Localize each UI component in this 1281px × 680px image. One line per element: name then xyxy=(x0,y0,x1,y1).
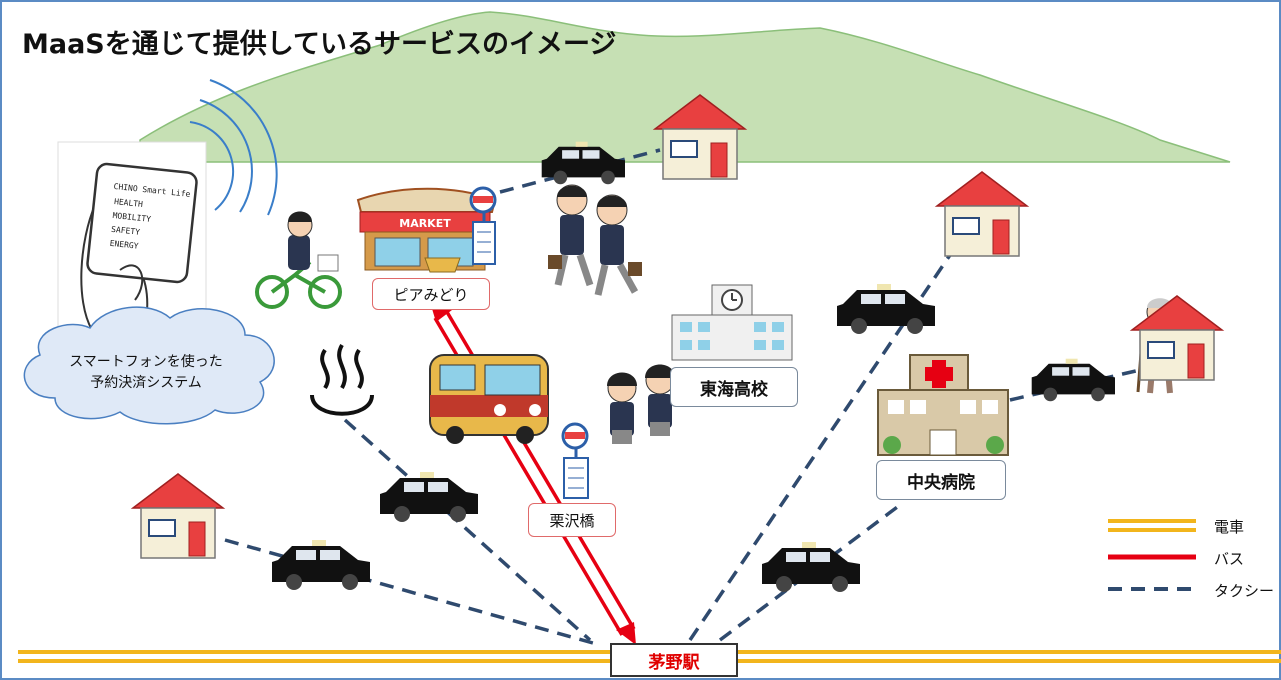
bus-stop-icon-south xyxy=(561,422,589,499)
legend-taxi-swatch xyxy=(1108,587,1196,591)
taxi-route-ne-house xyxy=(688,254,952,641)
taxi-route-onsen xyxy=(343,418,592,642)
legend-bus: バス xyxy=(1108,545,1281,571)
legend-bus-swatch xyxy=(1108,554,1196,560)
taxi-icon-northeast xyxy=(837,284,935,334)
cyclist-icon xyxy=(255,211,342,309)
place-label-kurisawabashi: 栗沢橋 xyxy=(528,503,616,537)
taxi-icon-west xyxy=(272,540,370,590)
taxi-icon-east xyxy=(1031,358,1115,402)
taxi-route-west-house xyxy=(224,538,601,647)
station-label-chino: 茅野駅 xyxy=(610,643,738,677)
taxi-route-hospital xyxy=(718,503,902,642)
phone-item-safety: SAFETY xyxy=(111,225,141,237)
house-icon-north xyxy=(652,94,748,180)
phone-item-health: HEALTH xyxy=(114,197,144,209)
legend-train-swatch xyxy=(1108,519,1196,532)
legend-train: 電車 xyxy=(1108,513,1281,539)
place-label-chuo-hospital: 中央病院 xyxy=(876,460,1006,500)
store-icon: MARKET xyxy=(356,187,497,273)
school-icon xyxy=(671,284,793,361)
taxi-icon-south xyxy=(762,542,860,592)
phone-item-mobility: MOBILITY xyxy=(112,211,151,224)
signal-waves-icon xyxy=(189,79,278,216)
mountain-shape xyxy=(139,11,1231,163)
store-sign: MARKET xyxy=(399,217,451,230)
house-icon-west xyxy=(130,473,226,559)
bus-stop-icon-north xyxy=(469,186,497,265)
taxi-icon-center xyxy=(380,472,478,522)
place-label-piamidori: ピアみどり xyxy=(372,278,490,310)
cloud-shape xyxy=(23,306,275,425)
legend-bus-label: バス xyxy=(1214,550,1245,568)
house-icon-east xyxy=(1129,295,1225,381)
taxi-icon-north xyxy=(541,141,625,185)
cloud-line-1: スマートフォンを使った xyxy=(69,354,223,370)
cloud-caption: スマートフォンを使った 予約決済システム xyxy=(36,352,256,394)
legend-train-label: 電車 xyxy=(1214,518,1245,536)
cloud-line-2: 予約決済システム xyxy=(90,375,202,391)
page-title: MaaSを通じて提供しているサービスのイメージ xyxy=(22,29,617,60)
bus-icon xyxy=(429,354,549,444)
onsen-icon xyxy=(310,343,374,416)
hospital-icon xyxy=(877,354,1009,456)
legend-taxi-label: タクシー xyxy=(1214,582,1275,600)
students-standing-icon xyxy=(607,364,675,444)
phone-item-energy: ENERGY xyxy=(109,239,139,251)
legend-taxi: タクシー xyxy=(1108,577,1281,603)
place-label-tokai-high: 東海高校 xyxy=(670,367,798,407)
bus-route xyxy=(430,302,636,645)
house-icon-northeast xyxy=(934,171,1030,257)
students-walking-icon xyxy=(548,184,642,296)
